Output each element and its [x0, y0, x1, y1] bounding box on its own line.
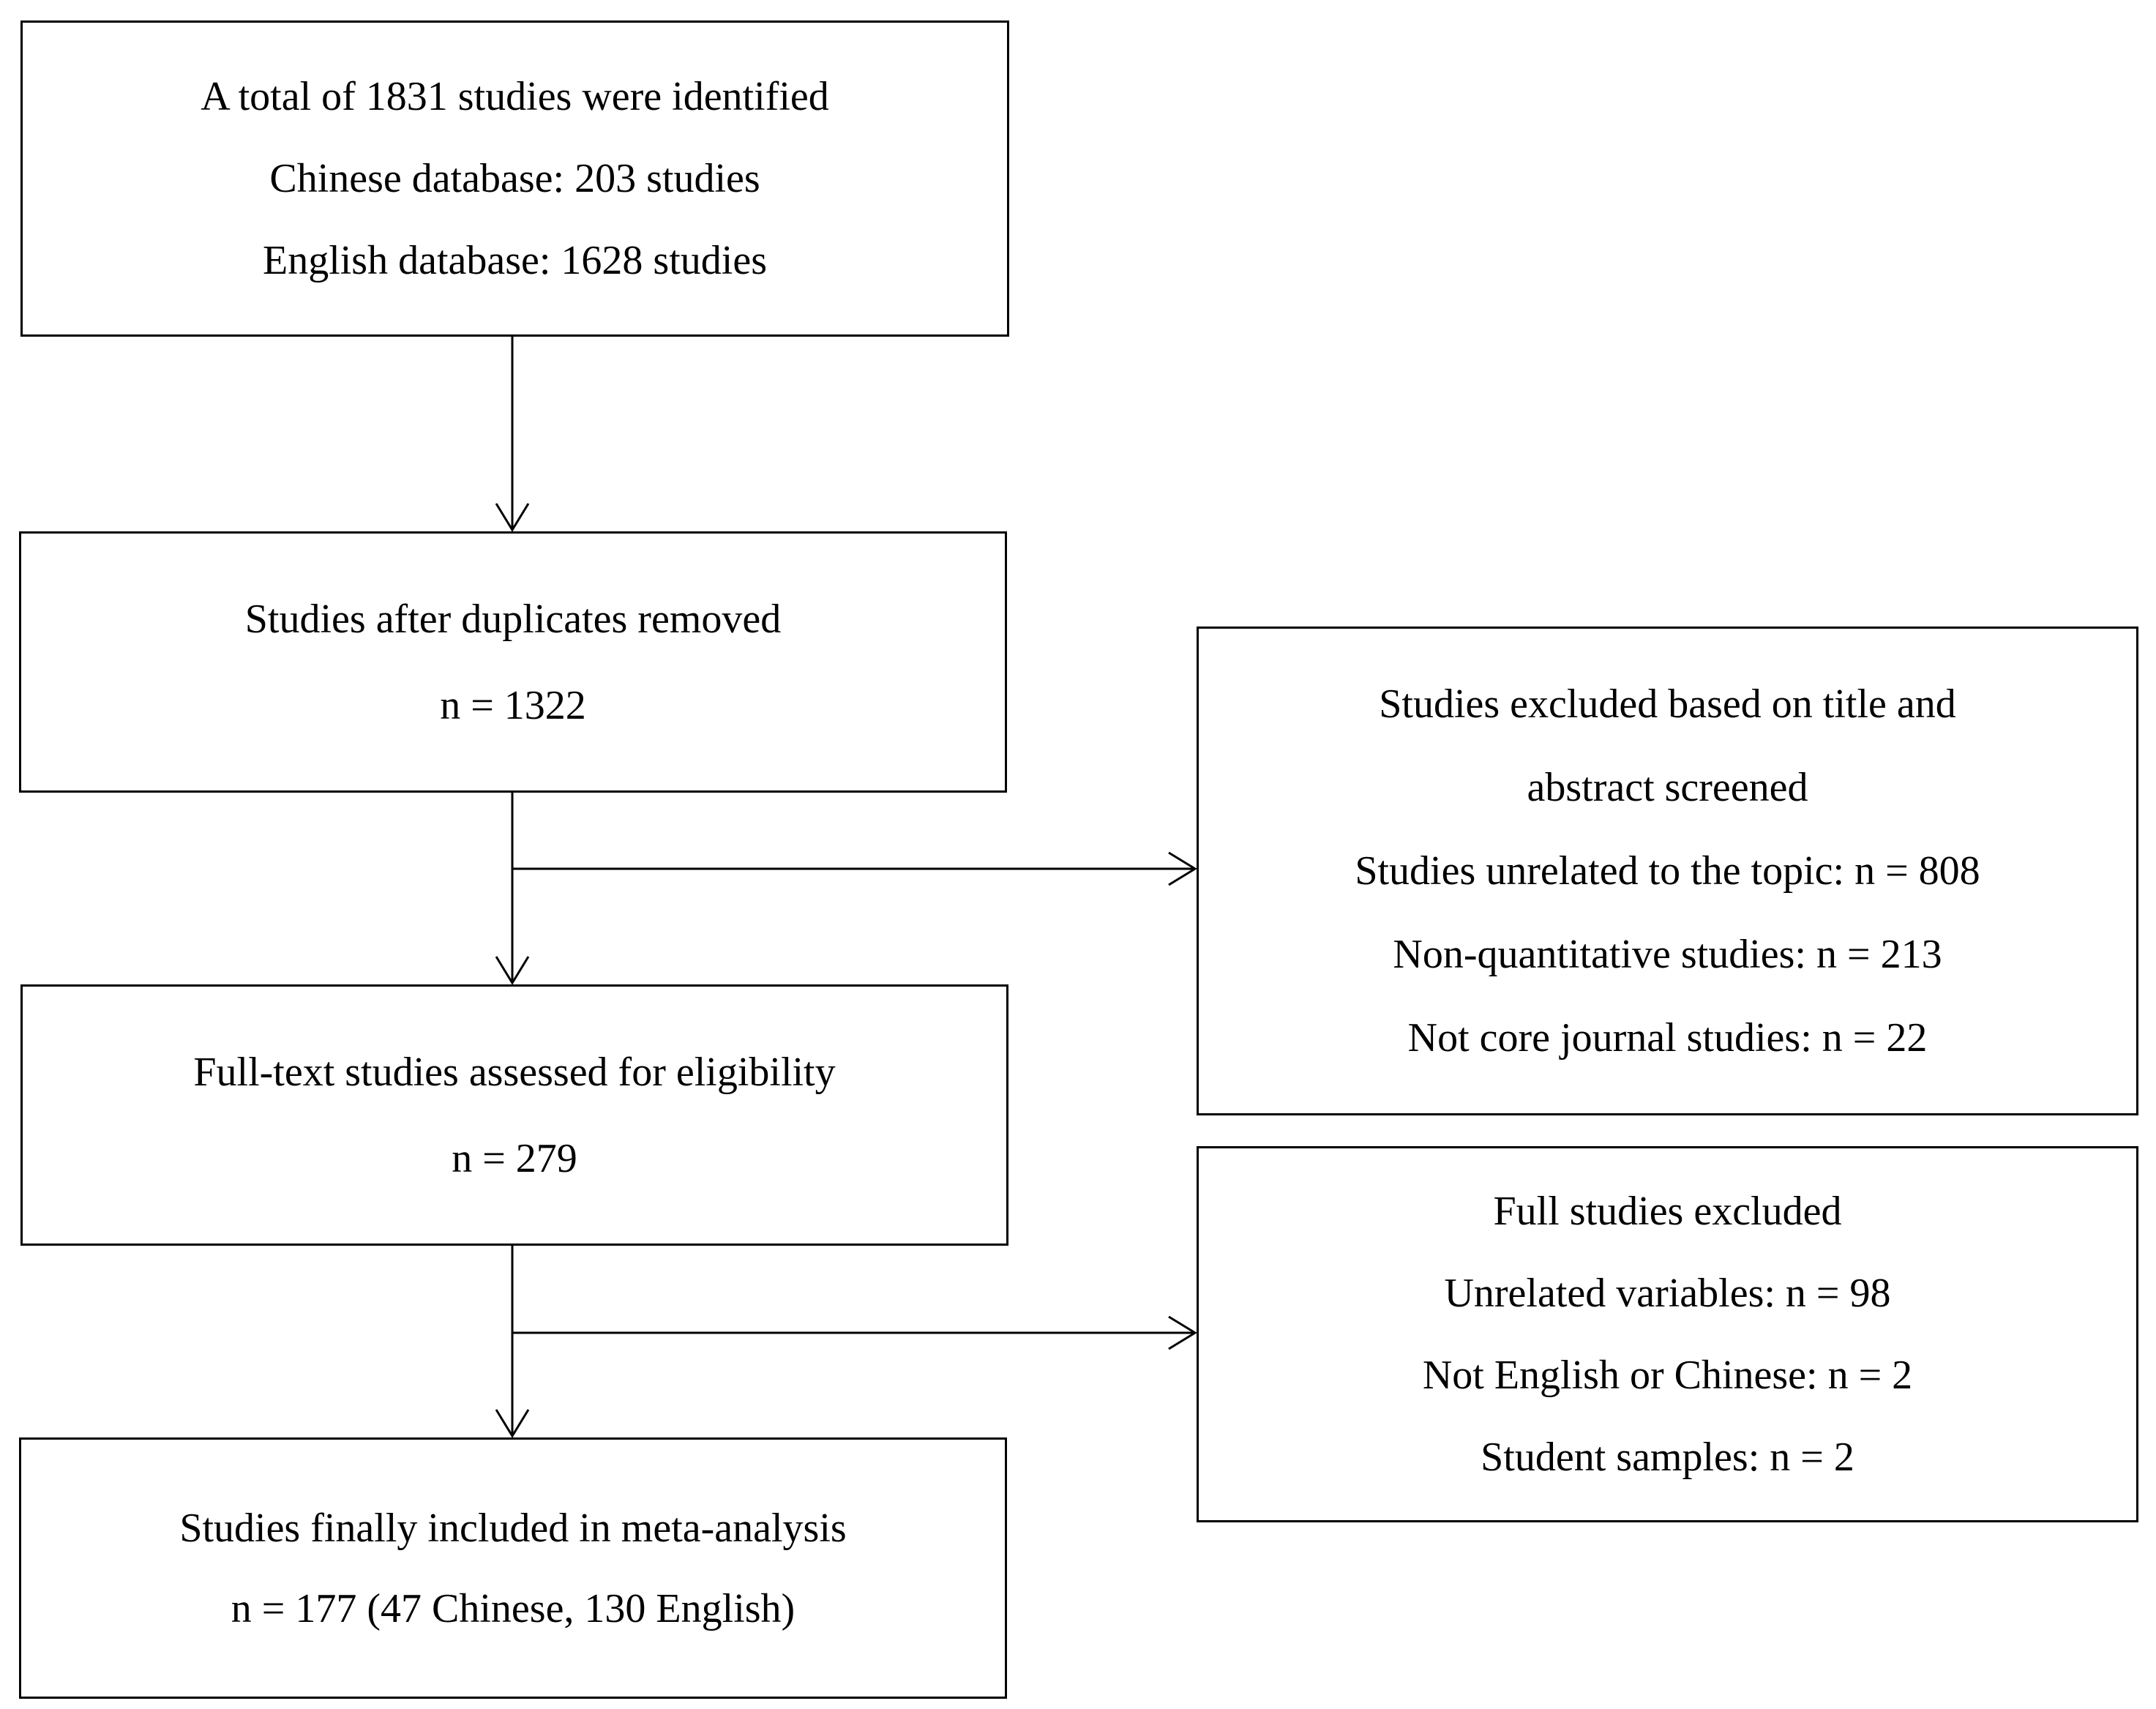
excluded-non-quantitative: Non-quantitative studies: n = 213: [1393, 932, 1942, 977]
included-box: Studies finally included in meta-analysi…: [19, 1437, 1007, 1699]
excluded-language: Not English or Chinese: n = 2: [1422, 1353, 1913, 1398]
fulltext-count: n = 279: [452, 1135, 577, 1181]
excluded-unrelated-topic: Studies unrelated to the topic: n = 808: [1355, 848, 1980, 894]
arrowhead-2: [495, 956, 530, 985]
excluded-screening-title-2: abstract screened: [1527, 765, 1808, 810]
arrowhead-1: [495, 503, 530, 532]
arrowhead-3: [1168, 851, 1197, 886]
identified-chinese: Chinese database: 203 studies: [269, 156, 760, 201]
included-count: n = 177 (47 Chinese, 130 English): [231, 1585, 796, 1631]
identified-box: A total of 1831 studies were identified …: [20, 20, 1009, 337]
deduplicated-title: Studies after duplicates removed: [244, 596, 782, 642]
deduplicated-box: Studies after duplicates removed n = 132…: [19, 531, 1007, 793]
excluded-not-core-journal: Not core journal studies: n = 22: [1407, 1015, 1928, 1061]
identified-total: A total of 1831 studies were identified: [201, 74, 829, 119]
included-title: Studies finally included in meta-analysi…: [179, 1505, 847, 1551]
identified-english: English database: 1628 studies: [262, 238, 767, 283]
excluded-screening-box: Studies excluded based on title and abst…: [1197, 627, 2138, 1115]
fulltext-box: Full-text studies assessed for eligibili…: [20, 984, 1008, 1246]
excluded-fulltext-box: Full studies excluded Unrelated variable…: [1197, 1146, 2138, 1522]
arrowhead-5: [1168, 1315, 1197, 1350]
excluded-unrelated-variables: Unrelated variables: n = 98: [1444, 1271, 1891, 1316]
excluded-student-samples: Student samples: n = 2: [1481, 1435, 1854, 1480]
excluded-fulltext-title: Full studies excluded: [1493, 1189, 1842, 1234]
deduplicated-count: n = 1322: [440, 682, 586, 728]
fulltext-title: Full-text studies assessed for eligibili…: [193, 1049, 836, 1095]
arrowhead-4: [495, 1409, 530, 1438]
excluded-screening-title-1: Studies excluded based on title and: [1379, 681, 1956, 727]
